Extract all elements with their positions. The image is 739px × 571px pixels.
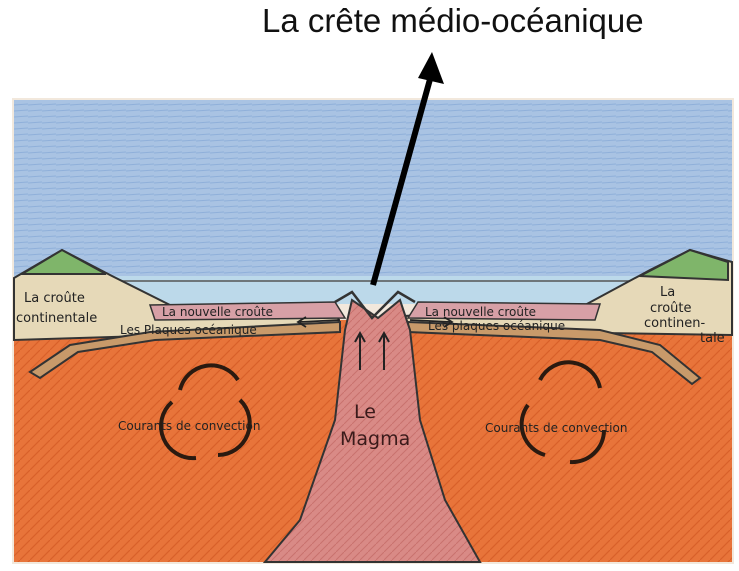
label-magma-1: Le bbox=[354, 401, 376, 423]
label-right-crust-2: croûte bbox=[650, 301, 692, 316]
label-right-crust-3: continen- bbox=[644, 316, 706, 331]
label-plates-right: Les plaques océanique bbox=[428, 319, 565, 333]
label-new-crust-left: La nouvelle croûte bbox=[162, 305, 273, 319]
label-plates-left: Les Plaques océanique bbox=[120, 323, 257, 337]
label-convection-right: Courants de convection bbox=[485, 421, 627, 435]
label-magma-2: Magma bbox=[340, 428, 410, 450]
label-convection-left: Courants de convection bbox=[118, 419, 260, 433]
label-left-crust-1: La croûte bbox=[24, 291, 85, 306]
label-right-crust-1: La bbox=[660, 285, 675, 300]
label-right-crust-4: tale bbox=[700, 331, 725, 346]
pointer-arrow-head bbox=[418, 52, 444, 84]
sky-region bbox=[14, 100, 732, 278]
label-left-crust-2: continentale bbox=[16, 311, 97, 326]
label-new-crust-right: La nouvelle croûte bbox=[425, 305, 536, 319]
